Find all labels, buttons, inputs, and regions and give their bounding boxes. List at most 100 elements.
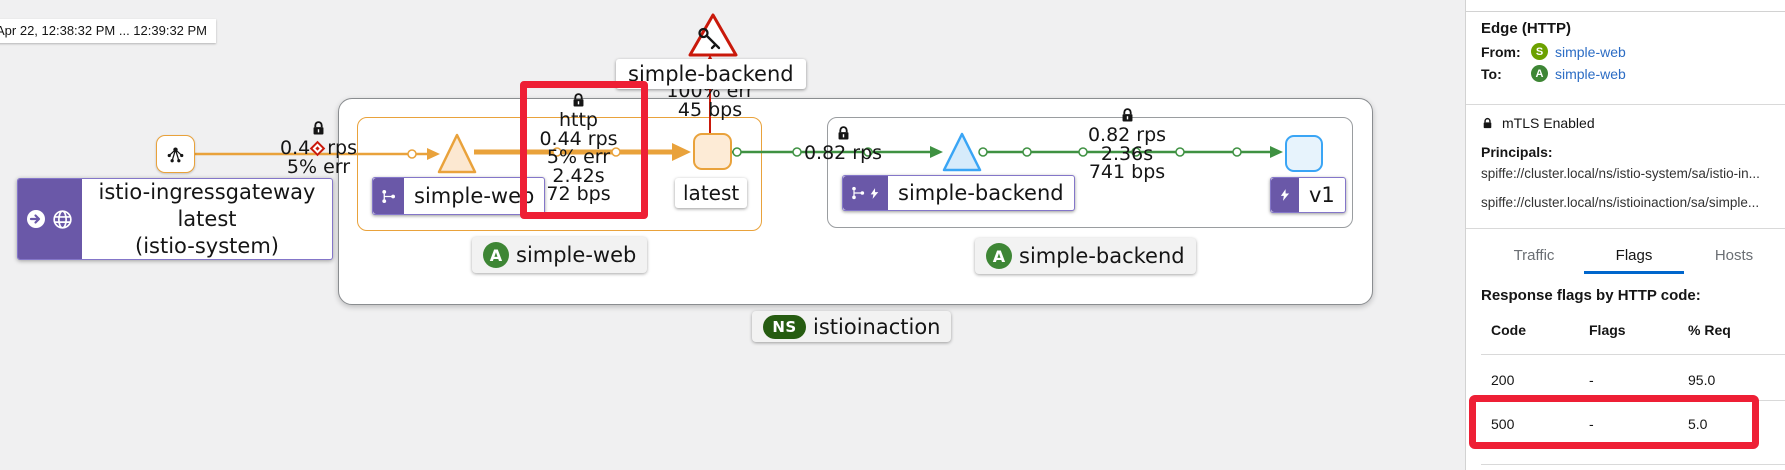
- divider: [1466, 228, 1785, 229]
- cell-code: 500: [1491, 416, 1515, 432]
- gateway-label-text: istio-ingressgateway latest (istio-syste…: [82, 179, 332, 259]
- lock-icon: [1483, 117, 1492, 128]
- to-label: To:: [1481, 65, 1502, 82]
- cell-flags: -: [1589, 372, 1594, 388]
- node-label-simple-web[interactable]: simple-web: [372, 177, 546, 215]
- edge-backend-to-v1[interactable]: [978, 146, 1283, 158]
- service-node-simple-backend[interactable]: [942, 132, 982, 172]
- edge-throughput: 741 bps: [1088, 161, 1166, 183]
- globe-icon: [52, 209, 72, 229]
- arrow-circle-icon: [26, 210, 45, 228]
- app-badge-icon: A: [1531, 65, 1548, 82]
- active-tab-indicator: [1584, 271, 1684, 274]
- time-range-chip: Apr 22, 12:38:32 PM ... 12:39:32 PM: [0, 19, 217, 43]
- workload-node-latest[interactable]: [693, 133, 732, 170]
- principals-heading: Principals:: [1481, 144, 1553, 160]
- edge-protocol: http: [558, 109, 598, 131]
- app-badge-icon: A: [986, 243, 1012, 269]
- node-label-text: simple-web: [414, 184, 535, 208]
- lock-icon: [313, 121, 324, 135]
- app-group-box-simple-web[interactable]: [357, 117, 762, 231]
- node-label-text: v1: [1309, 183, 1335, 207]
- edge-throughput: 45 bps: [677, 98, 743, 121]
- error-diamond-icon: [309, 140, 326, 157]
- edge-rate: 0.44 rps: [539, 127, 618, 150]
- edge-latency: 2.42s: [552, 164, 605, 187]
- lightning-icon: [1271, 178, 1299, 212]
- table-divider: [1481, 354, 1785, 355]
- principal-item: spiffe://cluster.local/ns/istio-system/s…: [1481, 166, 1760, 181]
- edge-label-latest-to-backend[interactable]: 0.82 rps: [782, 125, 904, 163]
- app-label-simple-web[interactable]: A simple-web: [472, 237, 648, 273]
- node-label-text: simple-backend: [628, 62, 794, 86]
- mtls-label: mTLS Enabled: [1502, 115, 1595, 131]
- from-label: From:: [1481, 43, 1521, 60]
- lock-icon: [838, 126, 848, 140]
- flags-heading: Response flags by HTTP code:: [1481, 287, 1701, 304]
- gateway-namespace: (istio-system): [135, 233, 279, 258]
- col-header-req: % Req: [1688, 322, 1731, 338]
- edge-detail-panel: Edge (HTTP) From: S simple-web To: A sim…: [1465, 0, 1785, 470]
- panel-title: Edge (HTTP): [1481, 20, 1571, 37]
- panel-top-divider: [1466, 11, 1785, 12]
- tab-traffic[interactable]: Traffic: [1513, 247, 1555, 264]
- app-badge-icon: A: [483, 242, 509, 268]
- edge-label-web-to-latest[interactable]: http 0.44 rps 5% err 2.42s 72 bps: [516, 92, 641, 204]
- service-node-simple-web[interactable]: [437, 133, 477, 174]
- tab-hosts[interactable]: Hosts: [1714, 247, 1754, 264]
- edge-latency: 2.36s: [1100, 142, 1154, 165]
- node-label-simple-backend[interactable]: simple-backend: [842, 175, 1075, 211]
- cell-req: 95.0: [1688, 372, 1716, 388]
- col-header-flags: Flags: [1589, 322, 1626, 338]
- branch-icon: [852, 186, 865, 200]
- gateway-name: istio-ingressgateway: [98, 179, 316, 204]
- cell-code: 200: [1491, 372, 1515, 388]
- edge-rate: 0.82 rps: [1087, 124, 1167, 146]
- mtls-row: mTLS Enabled: [1481, 115, 1595, 131]
- divider: [1466, 104, 1785, 105]
- cell-req: 5.0: [1688, 416, 1708, 432]
- app-group-box-simple-backend[interactable]: [827, 117, 1353, 228]
- tab-flags[interactable]: Flags: [1615, 247, 1653, 264]
- app-label-text: simple-web: [516, 243, 637, 267]
- from-link[interactable]: simple-web: [1555, 43, 1626, 60]
- node-label-v1[interactable]: v1: [1270, 177, 1346, 213]
- col-header-code: Code: [1491, 322, 1526, 338]
- namespace-label-istioinaction[interactable]: NS istioinaction: [752, 311, 952, 342]
- edge-error-pct: 5% err: [286, 155, 351, 178]
- node-label-text: latest: [683, 181, 740, 205]
- cell-flags: -: [1589, 416, 1594, 432]
- graph-canvas[interactable]: Apr 22, 12:38:32 PM ... 12:39:32 PM: [0, 0, 1465, 470]
- branch-icon: [373, 178, 404, 214]
- edge-throughput: 72 bps: [546, 183, 611, 205]
- edge-label-backend-to-v1[interactable]: 0.82 rps 2.36s 741 bps: [1066, 107, 1188, 182]
- edge-latest-to-backend[interactable]: [732, 146, 943, 158]
- to-link[interactable]: simple-web: [1555, 65, 1626, 82]
- app-label-text: simple-backend: [1019, 244, 1185, 268]
- annotation-highlight-edge-label: [520, 81, 648, 219]
- namespace-label-text: istioinaction: [813, 314, 941, 339]
- annotation-highlight-500-row: [1469, 395, 1759, 449]
- node-label-istio-ingressgateway[interactable]: istio-ingressgateway latest (istio-syste…: [17, 178, 333, 260]
- warning-key-icon: [698, 27, 721, 50]
- app-label-simple-backend[interactable]: A simple-backend: [975, 238, 1196, 274]
- principal-item: spiffe://cluster.local/ns/istioinaction/…: [1481, 195, 1760, 210]
- service-entry-node-simple-backend[interactable]: [688, 13, 738, 57]
- edge-to-row: To: A simple-web: [1481, 65, 1626, 82]
- edge-error-pct: 5% err: [546, 146, 611, 168]
- node-label-text: simple-backend: [898, 181, 1064, 205]
- namespace-badge-icon: NS: [763, 314, 806, 339]
- gateway-badge-band: [18, 179, 82, 259]
- service-badge-icon: S: [1531, 43, 1548, 60]
- node-label-latest[interactable]: latest: [675, 178, 748, 208]
- edge-rate: 0.82 rps: [803, 142, 883, 164]
- table-divider: [1481, 464, 1785, 465]
- workload-node-v1[interactable]: [1285, 135, 1323, 172]
- workload-node-istio-ingressgateway[interactable]: [156, 135, 195, 173]
- lightning-icon: [870, 187, 879, 199]
- lock-icon: [573, 93, 584, 107]
- edge-from-row: From: S simple-web: [1481, 43, 1626, 60]
